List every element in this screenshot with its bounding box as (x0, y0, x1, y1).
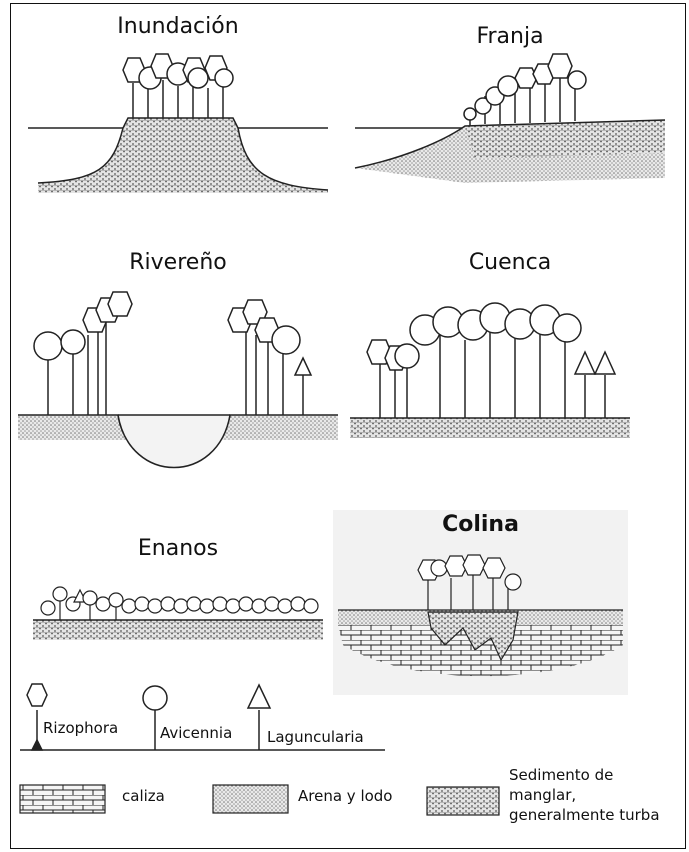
panel-franja: Franja (345, 8, 675, 208)
legend-avicennia: Avicennia (160, 724, 232, 742)
cuenca-illustration (345, 240, 675, 500)
legend-caliza: caliza (122, 787, 165, 805)
inundacion-illustration (18, 8, 338, 208)
colina-illustration (333, 510, 628, 695)
legend-sedimento-line3: generalmente turba (509, 806, 660, 824)
panel-colina: Colina (333, 510, 628, 695)
enanos-illustration (18, 520, 338, 660)
legend-laguncularia: Laguncularia (267, 728, 364, 746)
panel-cuenca: Cuenca (345, 240, 675, 500)
panel-inundacion: Inundación (18, 8, 338, 208)
legend-substrates: caliza Arena y lodo Sedimento de manglar… (15, 765, 685, 850)
legend-arena-lodo: Arena y lodo (298, 787, 392, 805)
franja-illustration (345, 8, 675, 208)
legend-trees-graphic (15, 680, 445, 755)
legend-rizophora: Rizophora (43, 719, 118, 737)
legend-sedimento-line2: manglar, (509, 786, 576, 804)
panel-enanos: Enanos (18, 520, 338, 660)
rivereno-illustration (18, 240, 338, 500)
legend-sedimento-line1: Sedimento de (509, 766, 613, 784)
panel-rivereno: Rivereño (18, 240, 338, 500)
legend-trees: Rizophora Avicennia Laguncularia (15, 680, 445, 755)
